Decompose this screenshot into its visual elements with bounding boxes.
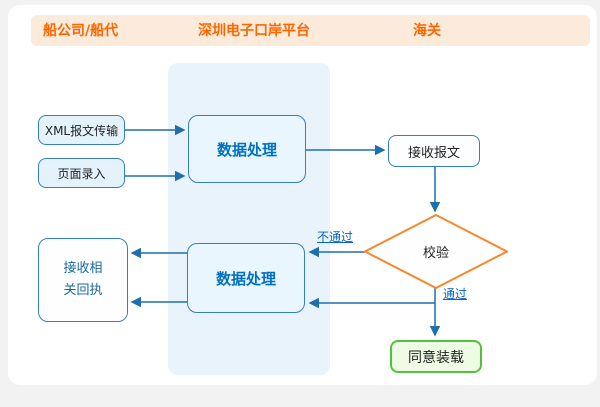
node-agree-loading: 同意装载 [390,340,482,373]
node-receive-message-label: 接收报文 [407,145,460,161]
lane-title-shipping-company: 船公司/船代 [43,23,119,39]
node-xml-message-transfer: XML报文传输 [38,115,125,145]
node-page-entry: 页面录入 [38,158,125,188]
node-receive-receipt: 接收相关回执 [38,238,128,322]
lane-title-shenzhen-eport-platform: 深圳电子口岸平台 [198,23,310,39]
node-check-diamond: 校验 [365,215,507,288]
swimlane-header-bar [31,15,590,46]
node-page-label: 页面录入 [57,166,106,181]
edge-label-fail: 不通过 [317,230,354,244]
node-check-label: 校验 [422,246,449,261]
node-data-processing-top: 数据处理 [188,115,306,183]
edge-label-pass: 通过 [443,287,468,301]
node-data-processing-bottom: 数据处理 [187,243,305,313]
node-agree-loading-label: 同意装载 [408,349,464,366]
node-receive-message: 接收报文 [388,135,480,167]
check-diamond-shape [364,214,508,289]
node-receive-receipt-label: 接收相关回执 [63,261,103,298]
node-xml-label: XML报文传输 [44,123,119,138]
lane-title-customs: 海关 [413,23,441,39]
node-data-processing-bottom-label: 数据处理 [215,269,276,288]
node-data-processing-top-label: 数据处理 [216,140,277,159]
